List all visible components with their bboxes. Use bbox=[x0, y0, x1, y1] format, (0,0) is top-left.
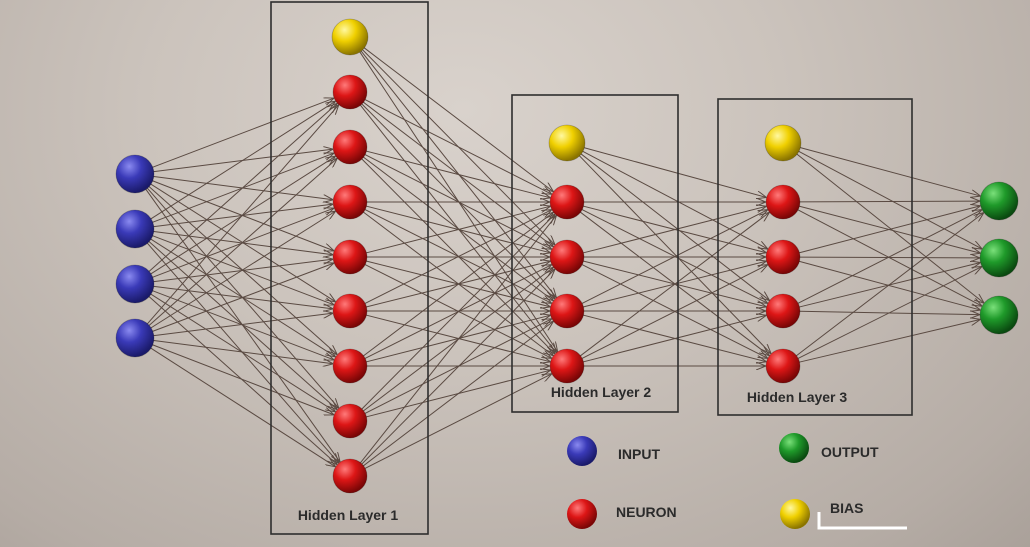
edge-hidden2-to-hidden3 bbox=[581, 208, 767, 303]
hidden2-neuron-node bbox=[549, 239, 585, 275]
legend: INPUT OUTPUT NEURON BIAS bbox=[567, 433, 907, 530]
hidden-layer-1-box bbox=[270, 1, 429, 535]
hidden3-neuron-node bbox=[765, 293, 801, 329]
hidden3-neuron-node bbox=[765, 239, 801, 275]
edge-input-to-hidden1 bbox=[148, 159, 336, 327]
input-input-node bbox=[115, 318, 155, 358]
hidden2-neuron-node bbox=[549, 293, 585, 329]
hidden2-bias-node bbox=[548, 124, 586, 162]
hidden1-neuron-node bbox=[332, 184, 368, 220]
edge-input-to-hidden1 bbox=[149, 347, 335, 467]
edge-hidden3-to-output bbox=[798, 320, 980, 363]
edge-hidden3-to-output bbox=[797, 150, 981, 249]
hidden3-bias-node bbox=[764, 124, 802, 162]
input-input-node bbox=[115, 264, 155, 304]
edge-hidden3-to-output bbox=[799, 146, 979, 195]
edge-hidden2-to-hidden3 bbox=[583, 146, 765, 197]
edge-hidden2-to-hidden3 bbox=[582, 206, 766, 254]
legend-neuron-label: NEURON bbox=[616, 504, 677, 520]
edge-hidden2-to-hidden3 bbox=[581, 210, 767, 305]
hidden1-neuron-node bbox=[332, 129, 368, 165]
edge-hidden1-to-hidden2 bbox=[364, 374, 551, 470]
edge-hidden2-to-hidden3 bbox=[580, 153, 768, 300]
edge-input-to-hidden1 bbox=[146, 106, 338, 325]
edge-hidden1-to-hidden2 bbox=[360, 215, 554, 410]
edge-input-to-hidden1 bbox=[148, 104, 336, 273]
hidden-layer-3-label: Hidden Layer 3 bbox=[747, 389, 848, 405]
legend-bias-label: BIAS bbox=[830, 500, 863, 516]
hidden-layer-2-label: Hidden Layer 2 bbox=[551, 384, 652, 400]
hidden1-neuron-node bbox=[332, 74, 368, 110]
output-output-node bbox=[979, 295, 1019, 335]
edge-hidden3-to-output bbox=[795, 153, 983, 303]
legend-output-label: OUTPUT bbox=[821, 444, 879, 460]
output-output-node bbox=[979, 238, 1019, 278]
edge-input-to-hidden1 bbox=[152, 339, 332, 363]
edge-hidden1-to-hidden2 bbox=[360, 103, 554, 298]
hidden1-neuron-node bbox=[332, 239, 368, 275]
edge-hidden1-to-hidden2 bbox=[364, 98, 551, 194]
edge-hidden3-to-output bbox=[798, 206, 979, 254]
edge-hidden1-to-hidden2 bbox=[364, 208, 551, 303]
legend-bias-swatch bbox=[780, 499, 810, 529]
legend-input-swatch bbox=[567, 436, 597, 466]
edge-hidden1-to-hidden2 bbox=[365, 206, 550, 254]
hidden1-neuron-node bbox=[332, 348, 368, 384]
hidden2-neuron-node bbox=[549, 184, 585, 220]
edge-hidden2-to-hidden3 bbox=[582, 315, 766, 363]
edge-input-to-hidden1 bbox=[149, 212, 335, 329]
edge-hidden1-to-hidden2 bbox=[365, 150, 550, 198]
connections bbox=[145, 46, 983, 470]
edge-hidden3-to-output bbox=[797, 210, 981, 305]
edge-hidden3-to-output bbox=[795, 213, 983, 357]
edge-hidden2-to-hidden3 bbox=[579, 213, 769, 357]
edge-input-to-hidden1 bbox=[151, 98, 333, 169]
neurons bbox=[115, 18, 1019, 494]
hidden-layer-2-box bbox=[511, 94, 679, 413]
edge-hidden3-to-output bbox=[798, 201, 979, 202]
edge-hidden1-to-hidden2 bbox=[362, 156, 553, 301]
hidden1-bias-node bbox=[331, 18, 369, 56]
edge-input-to-hidden1 bbox=[151, 263, 333, 333]
hidden1-neuron-node bbox=[332, 293, 368, 329]
legend-neuron-swatch bbox=[567, 499, 597, 529]
hidden1-neuron-node bbox=[332, 403, 368, 439]
input-input-node bbox=[115, 154, 155, 194]
edge-input-to-hidden1 bbox=[152, 313, 332, 337]
edge-hidden1-to-hidden2 bbox=[364, 319, 551, 415]
output-output-node bbox=[979, 181, 1019, 221]
edge-hidden1-to-hidden2 bbox=[360, 270, 554, 465]
edge-hidden2-to-hidden3 bbox=[578, 154, 771, 353]
legend-input-label: INPUT bbox=[618, 446, 660, 462]
edge-hidden2-to-hidden3 bbox=[581, 150, 767, 249]
legend-output-swatch bbox=[779, 433, 809, 463]
hidden-layer-3-box bbox=[717, 98, 913, 416]
hidden3-neuron-node bbox=[765, 348, 801, 384]
input-input-node bbox=[115, 209, 155, 249]
edge-hidden2-to-hidden3 bbox=[581, 265, 767, 360]
hidden1-neuron-node bbox=[332, 458, 368, 494]
edge-hidden1-to-hidden2 bbox=[363, 46, 553, 191]
edge-hidden1-to-hidden2 bbox=[365, 315, 550, 363]
hidden2-neuron-node bbox=[549, 348, 585, 384]
edge-input-to-hidden1 bbox=[151, 344, 333, 414]
hidden3-neuron-node bbox=[765, 184, 801, 220]
hidden-layer-1-label: Hidden Layer 1 bbox=[298, 507, 399, 523]
edge-input-to-hidden1 bbox=[149, 102, 335, 220]
legend-bias-underline bbox=[817, 512, 907, 530]
edge-hidden1-to-hidden2 bbox=[360, 50, 556, 297]
edge-hidden1-to-hidden2 bbox=[362, 322, 553, 467]
edge-hidden1-to-hidden2 bbox=[362, 213, 553, 357]
edge-hidden1-to-hidden2 bbox=[359, 216, 556, 464]
edge-hidden1-to-hidden2 bbox=[364, 210, 551, 305]
edge-hidden3-to-output bbox=[797, 267, 981, 360]
